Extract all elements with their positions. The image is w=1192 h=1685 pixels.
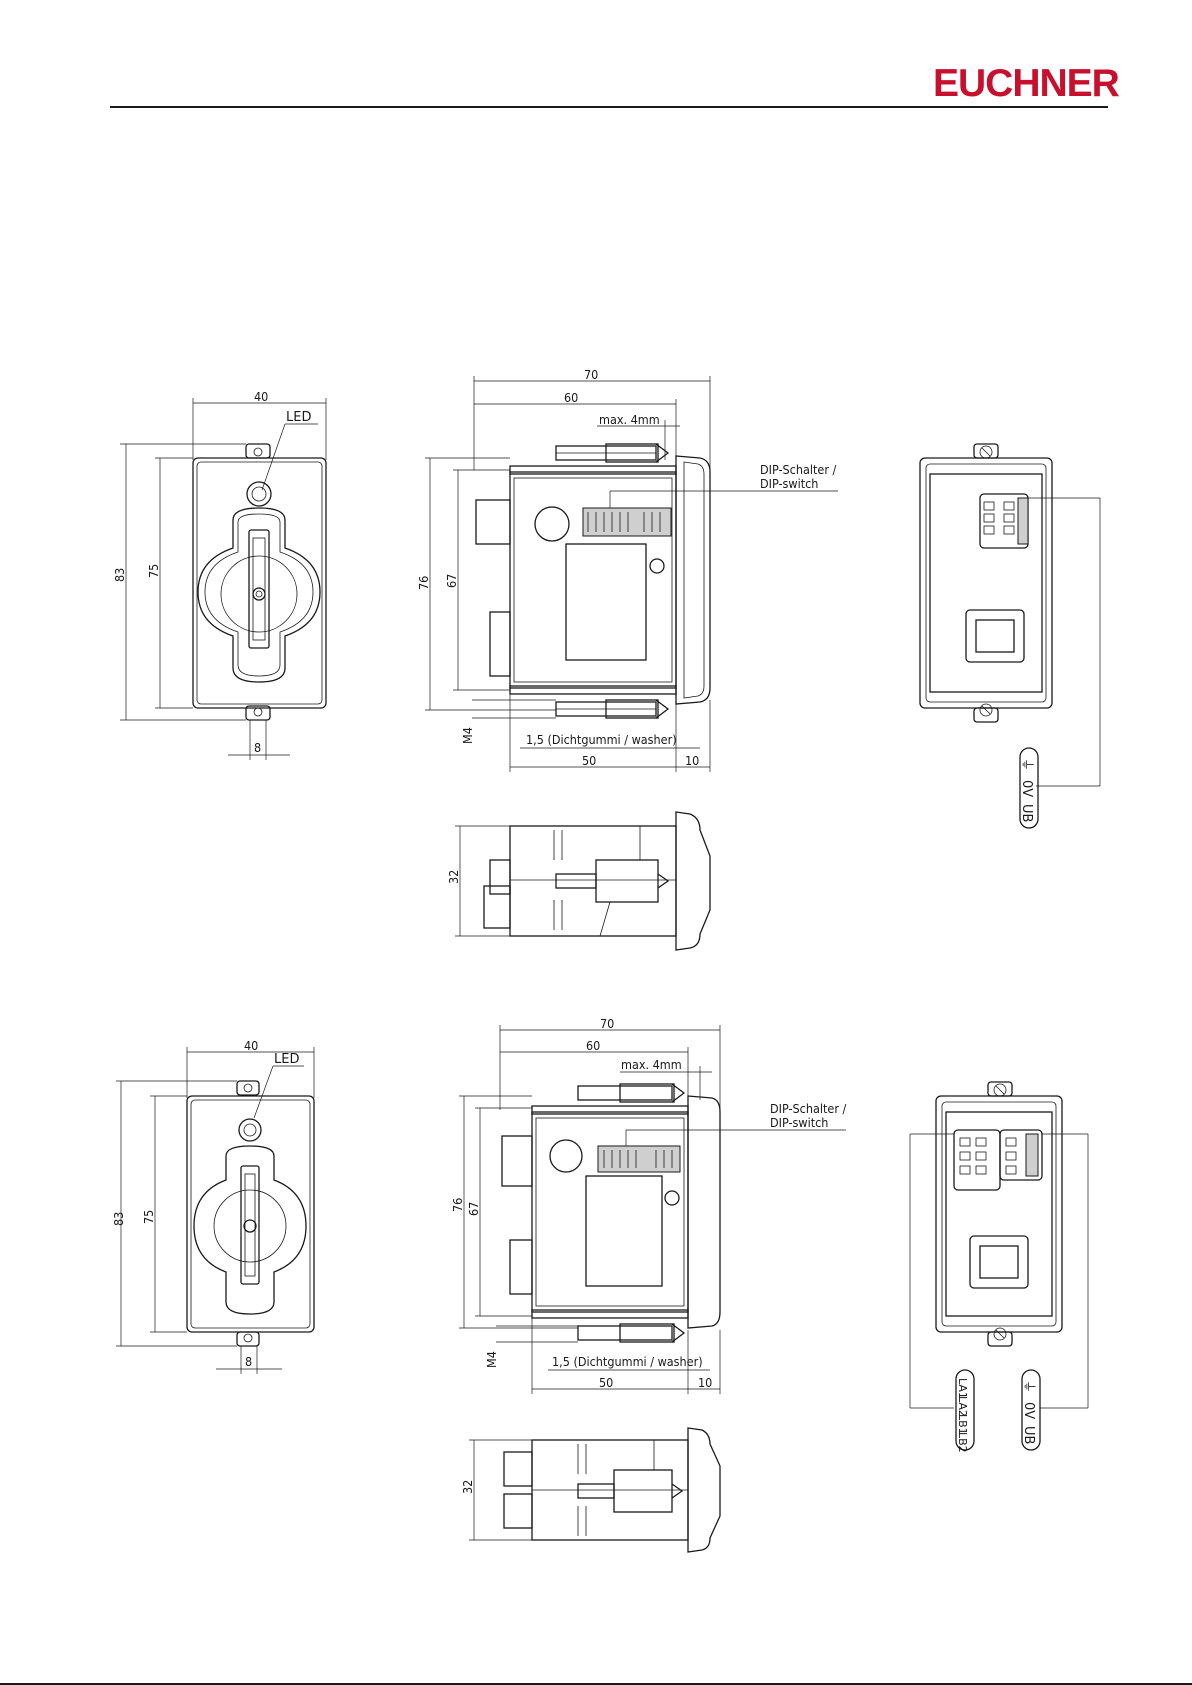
front2-height-83: 83	[111, 1212, 126, 1226]
rear1-terminal-ub: UB	[1019, 804, 1034, 822]
side1-dim-50: 50	[582, 753, 596, 768]
side-view-2: 70 60 max. 4mm DIP-Schalter / DIP-switch	[450, 1016, 847, 1394]
side1-max-label: max. 4mm	[599, 412, 660, 427]
front1-height-83: 83	[112, 568, 127, 582]
rear2-terminal-0v: 0V	[1021, 1402, 1036, 1419]
front1-width-dim: 40	[254, 389, 268, 404]
side2-thread: M4	[484, 1351, 499, 1368]
top2-depth: 32	[460, 1480, 475, 1494]
side1-thread: M4	[460, 727, 475, 744]
rear-view-2: LA1 LA2 LB1 LB2 ⏚ 0V UB	[910, 1082, 1088, 1453]
side2-dim-70: 70	[600, 1016, 614, 1031]
side-view-1: 70 60 max. 4mm DIP-Schalter / DIP-switch	[416, 367, 838, 772]
drawing-2: 40 LED 83 75	[111, 1016, 1088, 1552]
side2-dip-label-1: DIP-Schalter /	[770, 1101, 847, 1116]
front2-led-label: LED	[274, 1052, 299, 1067]
rear2-terminal-ub: UB	[1021, 1426, 1036, 1444]
side2-height-76: 76	[450, 1198, 465, 1212]
front2-width-dim: 40	[244, 1038, 258, 1053]
side1-dim-70: 70	[584, 367, 598, 382]
rear1-terminal-ground: ⏚	[1019, 758, 1034, 771]
side2-dim-60: 60	[586, 1038, 600, 1053]
front1-height-75: 75	[146, 564, 161, 578]
side2-height-67: 67	[466, 1202, 481, 1216]
front1-bottom-dim: 8	[254, 740, 261, 755]
front2-height-75: 75	[141, 1210, 156, 1224]
side1-washer: 1,5 (Dichtgummi / washer)	[526, 732, 677, 747]
side2-max-label: max. 4mm	[621, 1057, 682, 1072]
side2-washer: 1,5 (Dichtgummi / washer)	[552, 1354, 703, 1369]
side1-dip-label-1: DIP-Schalter /	[760, 462, 837, 477]
side1-dim-60: 60	[564, 390, 578, 405]
front2-bottom-dim: 8	[245, 1354, 252, 1369]
front-view-2: 40 LED 83 75	[111, 1038, 314, 1374]
rear1-terminal-0v: 0V	[1019, 780, 1034, 797]
side1-height-67: 67	[444, 574, 459, 588]
front1-led-label: LED	[286, 410, 311, 425]
front-view-1: 40 LED	[112, 389, 326, 760]
rear2-terminal-ground: ⏚	[1021, 1380, 1036, 1393]
top1-depth: 32	[446, 870, 461, 884]
side2-dim-50: 50	[599, 1375, 613, 1390]
drawing-1: 40 LED	[112, 367, 1100, 950]
side2-dim-10: 10	[698, 1375, 712, 1390]
rear2-terminal-lb2: LB2	[956, 1432, 969, 1453]
rear-view-1: ⏚ 0V UB	[920, 444, 1100, 828]
side1-dim-10: 10	[685, 753, 699, 768]
side1-dip-label-2: DIP-switch	[760, 476, 818, 491]
side1-height-76: 76	[416, 576, 431, 590]
side2-dip-label-2: DIP-switch	[770, 1115, 828, 1130]
top-view-2: 32	[460, 1428, 720, 1552]
top-view-1: 32	[446, 812, 710, 950]
